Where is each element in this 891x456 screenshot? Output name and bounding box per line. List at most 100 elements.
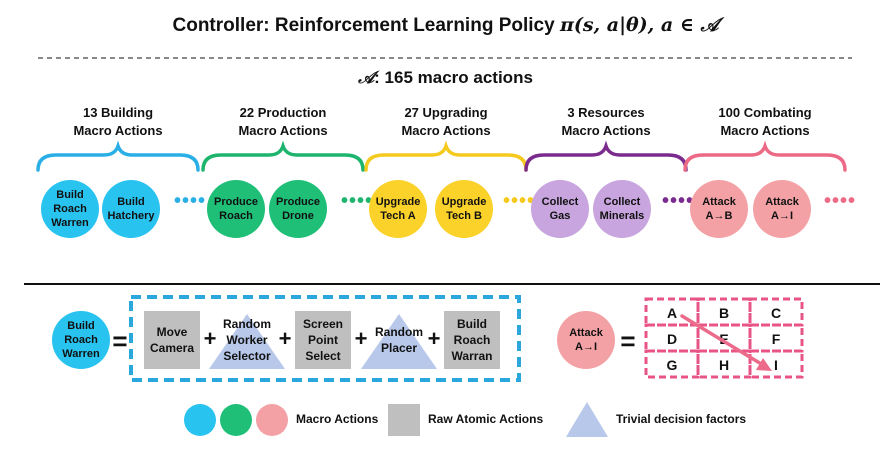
component-label: Roach	[454, 333, 491, 347]
macro-action-label: Tech B	[446, 210, 482, 222]
macro-action-label: Warren	[51, 217, 89, 229]
grid-cell-label: G	[667, 357, 678, 373]
component-label: Warran	[452, 349, 493, 363]
more-actions-ellipsis: ••••	[174, 190, 207, 212]
category-type-label: Macro Actions	[401, 123, 491, 138]
more-actions-ellipsis: ••••	[503, 190, 536, 212]
plus-sign: +	[428, 326, 441, 351]
grid-cell-label: A	[667, 305, 677, 321]
circle-label-line: Roach	[64, 334, 98, 346]
macro-action-label: Tech A	[380, 210, 416, 222]
macro-action-label: Attack	[702, 196, 736, 208]
plus-sign: +	[204, 326, 217, 351]
macro-action-label: Collect	[541, 196, 579, 208]
component-label: Random	[375, 325, 423, 339]
diagram-title: Controller: Reinforcement Learning Polic…	[0, 14, 891, 37]
trivial-decision-triangle	[209, 314, 285, 369]
legend-pink-circle	[256, 404, 288, 436]
macro-action-label: Roach	[219, 210, 253, 222]
grid-cell-label: H	[719, 357, 729, 373]
component-label: Select	[305, 349, 340, 363]
component-label: Camera	[150, 341, 194, 355]
plus-sign: +	[279, 326, 292, 351]
more-actions-ellipsis: ••••	[662, 190, 695, 212]
action-space-label: 𝒜: 165 macro actions	[0, 68, 891, 88]
map-grid-cell	[748, 349, 804, 379]
macro-action-label: Minerals	[599, 210, 645, 222]
attack-arrowhead	[756, 358, 772, 371]
raw-atomic-action-square	[295, 311, 351, 369]
legend-blue-circle	[184, 404, 216, 436]
equals-sign: =	[620, 326, 635, 356]
circle-label-line: Attack	[569, 327, 603, 339]
macro-action-label: Collect	[603, 196, 641, 208]
macro-action-label: Drone	[282, 210, 314, 222]
macro-action-label: Produce	[275, 196, 320, 208]
circle-label-line: Warren	[62, 348, 100, 360]
category-count-label: 27 Upgrading	[404, 105, 488, 120]
component-label: Point	[308, 333, 338, 347]
grid-cell-label: F	[772, 331, 781, 347]
component-label: Selector	[223, 349, 271, 363]
macro-action-label: A→B	[705, 210, 733, 222]
category-brace	[683, 140, 847, 172]
component-label: Move	[157, 325, 188, 339]
component-label: Placer	[381, 341, 417, 355]
circle-label-line: A→I	[575, 341, 597, 353]
more-actions-ellipsis: ••••	[341, 190, 374, 212]
action-space-text: : 165 macro actions	[374, 68, 533, 87]
component-label: Screen	[303, 317, 343, 331]
component-label: Build	[457, 317, 487, 331]
title-formula: π(s, a|θ), a ∈ 𝒜	[559, 14, 719, 36]
category-brace	[364, 140, 528, 172]
raw-atomic-action-square	[444, 311, 500, 369]
action-space-symbol: 𝒜	[358, 68, 375, 88]
grid-cell-label: I	[774, 357, 778, 373]
legend-label: Raw Atomic Actions	[428, 412, 544, 426]
category-type-label: Macro Actions	[238, 123, 328, 138]
more-actions-ellipsis: ••••	[824, 190, 857, 212]
category-count-label: 100 Combating	[718, 105, 812, 120]
category-count-label: 22 Production	[239, 105, 327, 120]
circle-label-line: Build	[67, 320, 95, 332]
raw-atomic-action-square	[144, 311, 200, 369]
category-count-label: 13 Building	[82, 105, 154, 120]
grid-cell-label: C	[771, 305, 781, 321]
macro-action-label: Upgrade	[375, 196, 421, 208]
grid-cell-label: E	[719, 331, 728, 347]
macro-decomposition-box	[129, 295, 521, 382]
category-type-label: Macro Actions	[73, 123, 163, 138]
component-label: Random	[223, 317, 271, 331]
category-type-label: Macro Actions	[720, 123, 810, 138]
category-count-label: 3 Resources	[567, 105, 645, 120]
legend-label: Trivial decision factors	[616, 412, 747, 426]
trivial-decision-triangle	[361, 314, 437, 369]
macro-action-label: A→I	[771, 210, 793, 222]
legend-gray-square	[388, 404, 420, 436]
macro-action-label: Build	[56, 189, 84, 201]
macro-action-label: Upgrade	[441, 196, 487, 208]
grid-cell-label: B	[719, 305, 729, 321]
grid-cell-label: D	[667, 331, 677, 347]
legend-triangle	[566, 402, 608, 437]
equals-sign: =	[112, 326, 127, 356]
macro-action-label: Attack	[765, 196, 799, 208]
legend-label: Macro Actions	[296, 412, 379, 426]
macro-action-label: Produce	[213, 196, 258, 208]
